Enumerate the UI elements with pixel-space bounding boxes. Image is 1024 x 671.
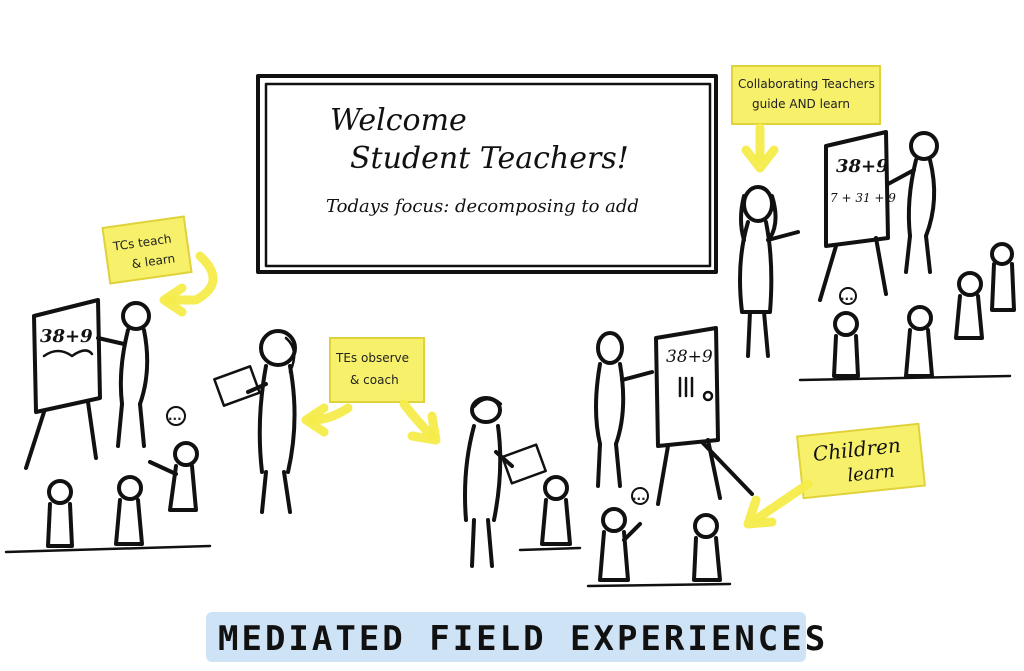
easel-left: 38+9 <box>24 298 102 470</box>
note-children-line2: learn <box>846 461 895 487</box>
easel-left-problem: 38+9 <box>40 326 93 347</box>
note-tes-observe-coach: TEs observe & coach <box>329 337 425 403</box>
easel-center-problem: 38+9 <box>666 347 713 367</box>
easel-right-problem: 38+9 <box>836 156 889 177</box>
arrow-tes <box>301 399 441 445</box>
easel-right-work: 7 + 31 + 9 <box>830 191 896 205</box>
note-collaborating-line2: guide AND learn <box>752 97 850 111</box>
note-tcs-line2: & learn <box>131 251 176 271</box>
teacher-candidate-center <box>594 331 654 488</box>
collaborating-teacher-standing <box>738 185 800 358</box>
teacher-candidate-left <box>96 301 151 448</box>
title-banner: MEDIATED FIELD EXPERIENCES <box>206 612 828 662</box>
collaborating-teacher-at-easel <box>886 131 939 274</box>
teacher-educator-left <box>213 329 297 514</box>
teacher-educator-center <box>463 396 547 568</box>
arrow-tcs <box>159 251 218 317</box>
note-tcs-teach-learn: TCs teach & learn <box>101 215 193 285</box>
page-title: MEDIATED FIELD EXPERIENCES <box>218 619 828 659</box>
children-group-left: ... <box>4 406 212 554</box>
whiteboard-student-teachers: Student Teachers! <box>350 141 629 176</box>
speech-bubble-left: ... <box>168 409 182 423</box>
note-collaborating-teachers: Collaborating Teachers guide AND learn <box>731 65 881 125</box>
children-group-center: ... <box>518 475 732 588</box>
whiteboard-welcome: Welcome <box>330 103 467 138</box>
note-collaborating-line1: Collaborating Teachers <box>738 77 875 91</box>
arrow-children <box>743 479 813 529</box>
note-children-learn: Children learn <box>795 422 927 500</box>
children-group-right: ... <box>798 242 1016 382</box>
note-tes-line1: TEs observe <box>335 351 409 365</box>
speech-bubble-center: ... <box>632 489 646 503</box>
easel-center: 38+9 <box>654 326 754 506</box>
whiteboard-focus: Todays focus: decomposing to add <box>326 196 639 217</box>
whiteboard: Welcome Student Teachers! Todays focus: … <box>256 74 718 274</box>
note-tes-line2: & coach <box>350 373 399 387</box>
speech-bubble-right: ... <box>840 289 854 303</box>
easel-right: 38+9 7 + 31 + 9 <box>818 130 896 302</box>
arrow-collaborating <box>741 123 779 173</box>
